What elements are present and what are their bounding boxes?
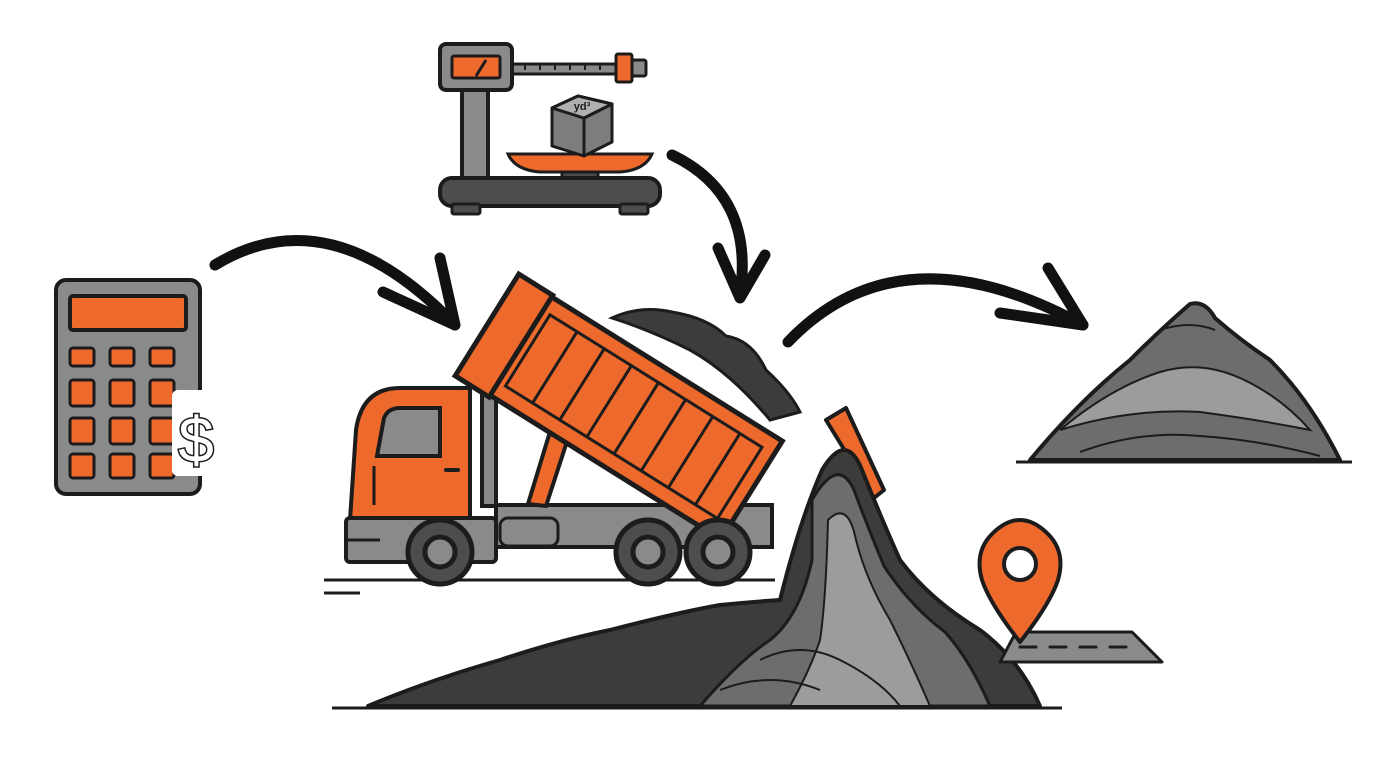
weighing-scale-icon bbox=[438, 42, 662, 216]
cube-icon: yd³ bbox=[550, 94, 614, 158]
dollar-sign-icon: $ bbox=[172, 390, 218, 478]
location-pin-icon bbox=[977, 518, 1063, 644]
road-icon bbox=[998, 630, 1164, 664]
arrow-icon bbox=[209, 149, 1089, 348]
dump-truck-icon bbox=[324, 270, 886, 595]
dollar-symbol: $ bbox=[178, 404, 214, 476]
material-pile-icon bbox=[332, 308, 1062, 710]
cube-unit-label: yd³ bbox=[574, 101, 591, 113]
destination-pile-icon bbox=[1016, 301, 1352, 464]
calculator-icon bbox=[54, 278, 202, 496]
